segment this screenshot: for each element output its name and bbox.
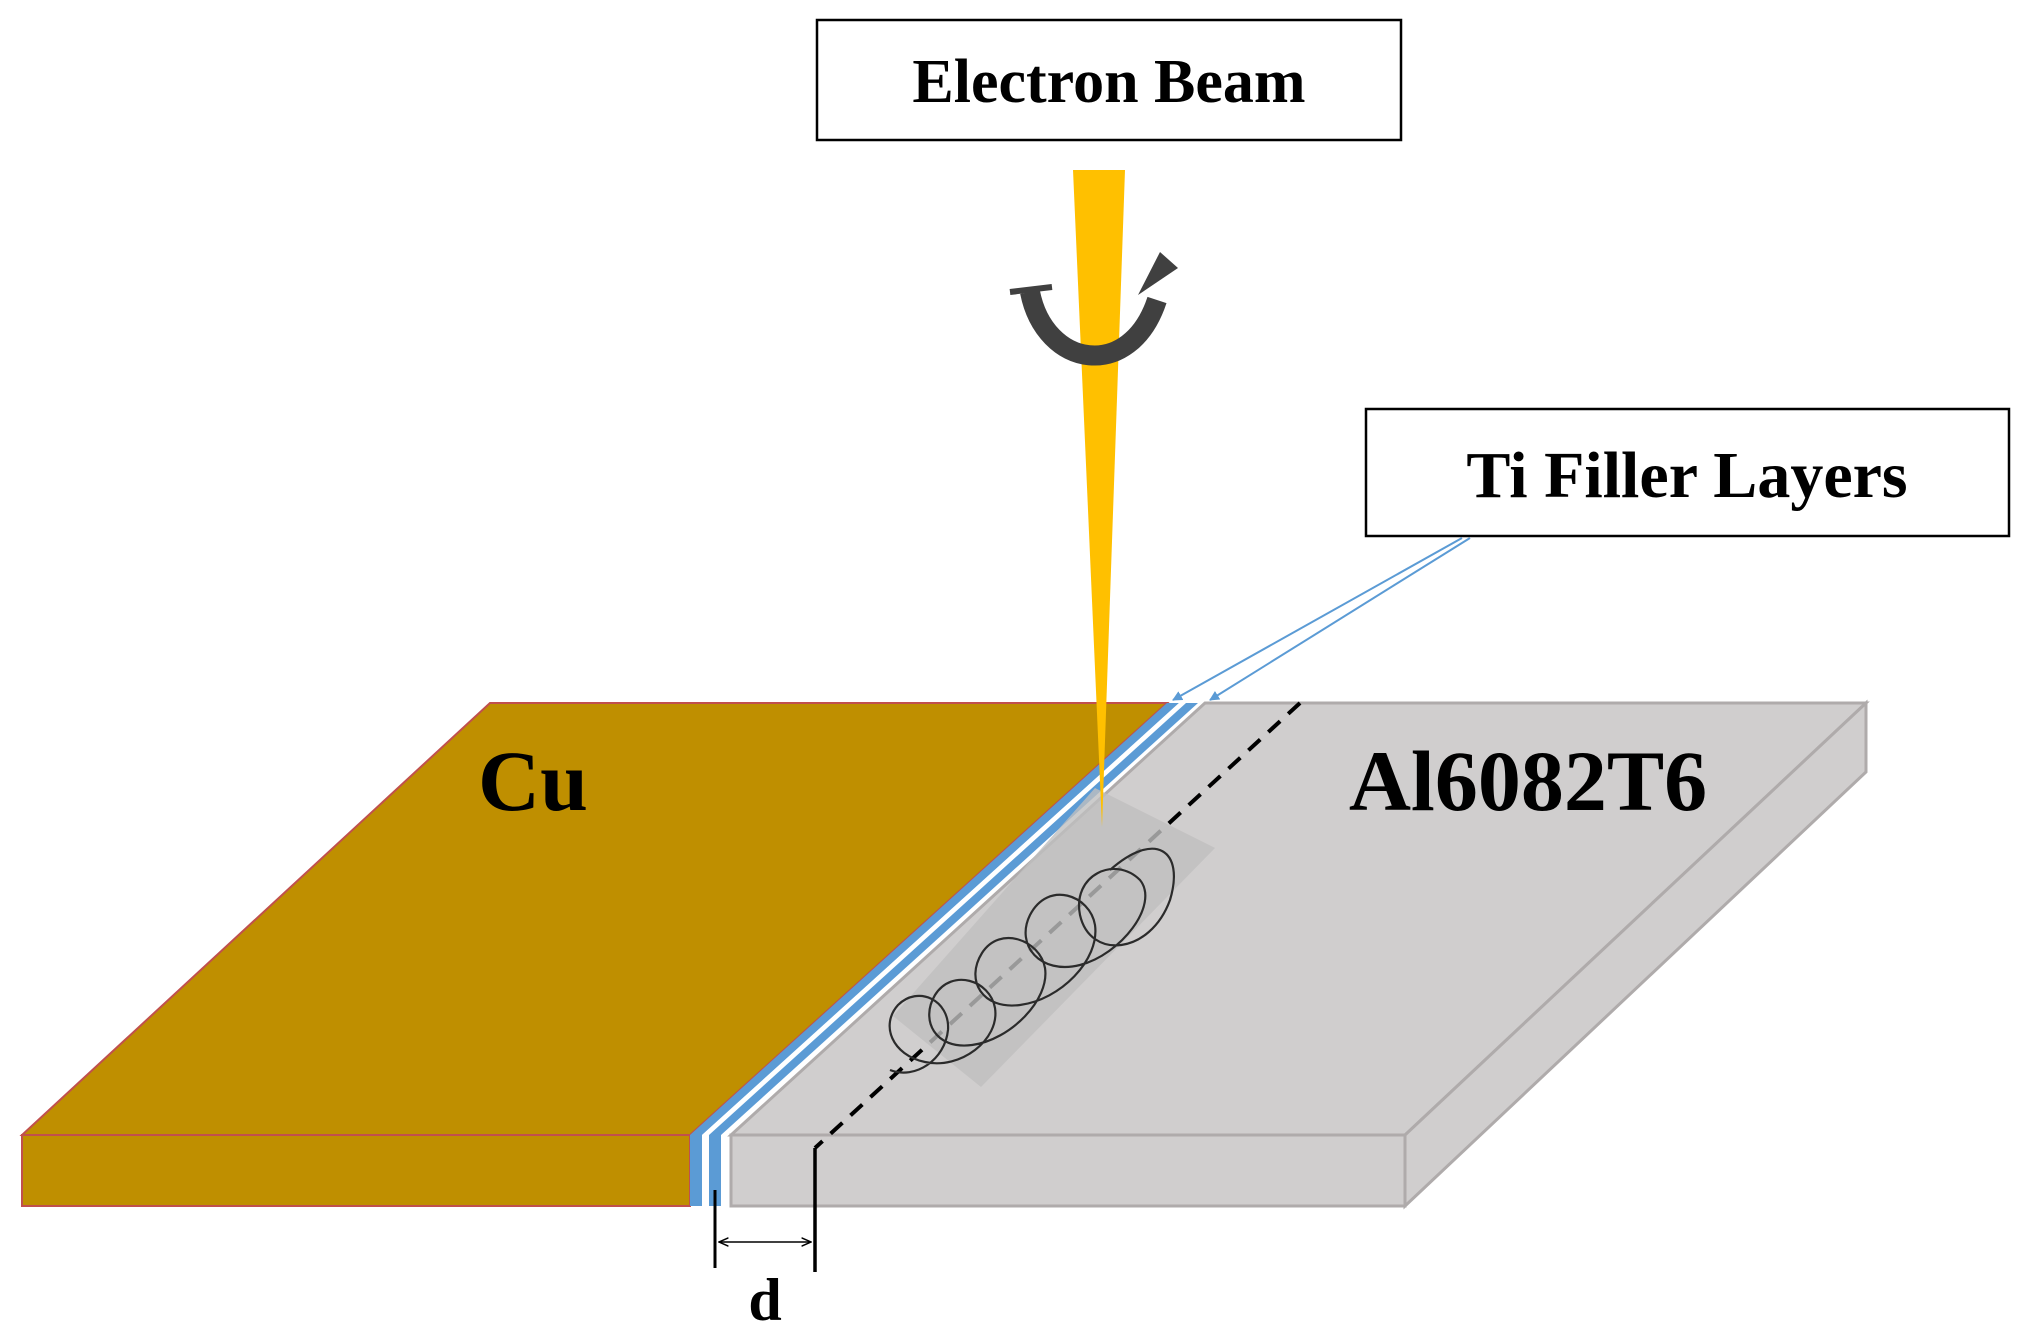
aluminium-plate-side [1403,699,1868,1210]
ti-filler-layers-label: Ti Filler Layers [1364,407,2011,538]
ti-layer-1-top [690,703,1179,1135]
ti-layer-2-front [709,1135,721,1206]
rotation-arrow-icon [1009,252,1178,366]
electron-beam-cone [1073,170,1125,827]
ti-filler-layers-label-text: Ti Filler Layers [1466,439,1907,512]
aluminium-plate-front [729,1133,1407,1208]
ti-layer-gap-top [702,703,1186,1135]
copper-plate-front [21,1134,691,1207]
ti-layer-1-front [690,1135,702,1206]
spiral-scan-path [888,847,1175,1074]
d-label: d [748,1267,781,1333]
cu-label: Cu [478,733,588,829]
d-dimension: d [713,1148,817,1333]
ti-pointer-line-1 [1172,537,1463,701]
al-label: Al6082T6 [1349,733,1707,829]
copper-plate [19,702,1170,1207]
electron-beam-label-box [815,18,1403,142]
electron-beam-label-text: Electron Beam [912,48,1305,116]
ti-filler-layers-label-box [1364,407,2011,538]
electron-beam-label: Electron Beam [815,18,1403,142]
ti-pointer-line-2 [1209,537,1471,701]
scan-region [893,788,1215,1087]
